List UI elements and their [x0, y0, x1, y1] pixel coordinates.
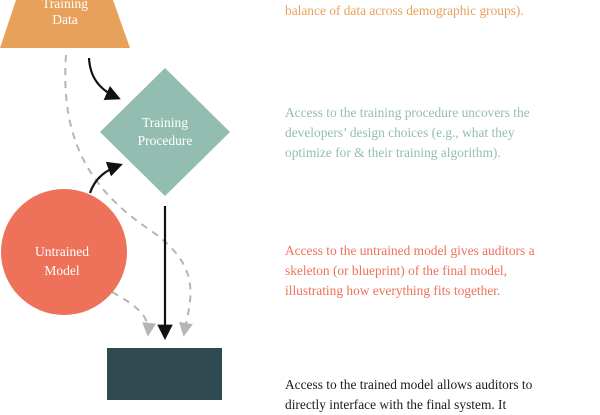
- arrow-untrained-to-procedure: [88, 161, 123, 194]
- training-data-shape: [0, 0, 130, 48]
- trained-model-description-line: Access to the trained model allows audit…: [285, 377, 533, 392]
- training-procedure-shape: [100, 68, 230, 196]
- training-procedure-label-line2: Procedure: [138, 133, 193, 148]
- training-procedure-node: Training Procedure: [100, 68, 230, 196]
- training-data-label-line1: Training: [42, 0, 88, 11]
- dashed-connector-untrained-to-model: [111, 291, 157, 337]
- untrained-model-shape: [1, 189, 127, 315]
- training-procedure-description-line: optimize for & their training algorithm)…: [285, 145, 501, 160]
- training-data-label-line2: Data: [52, 12, 77, 27]
- untrained-model-label-line1: Untrained: [35, 244, 89, 259]
- trained-model-shape: [107, 348, 222, 400]
- untrained-model-node: Untrained Model: [1, 189, 127, 315]
- untrained-model-description-line: skeleton (or blueprint) of the final mod…: [285, 263, 507, 278]
- untrained-model-label-line2: Model: [44, 263, 79, 278]
- training-procedure-description: Access to the training procedure uncover…: [285, 103, 590, 163]
- untrained-model-description-line: Access to the untrained model gives audi…: [285, 243, 535, 258]
- training-procedure-label-line1: Training: [142, 115, 188, 130]
- training-procedure-description-line: developers’ design choices (e.g., what t…: [285, 125, 515, 140]
- untrained-model-description-line: illustrating how everything fits togethe…: [285, 283, 501, 298]
- training-data-description: balance of data across demographic group…: [285, 1, 590, 21]
- training-data-description-line: balance of data across demographic group…: [285, 3, 524, 18]
- arrow-data-to-procedure: [87, 57, 121, 101]
- training-data-node: Training Data: [0, 0, 130, 48]
- dashed-connector-data-to-model: [64, 54, 193, 337]
- access-diagram: Training Data Training Procedure Untrain…: [0, 0, 230, 400]
- training-procedure-description-line: Access to the training procedure uncover…: [285, 105, 530, 120]
- untrained-model-description: Access to the untrained model gives audi…: [285, 241, 590, 301]
- trained-model-description: Access to the trained model allows audit…: [285, 375, 590, 415]
- trained-model-description-line: directly interface with the final system…: [285, 397, 507, 412]
